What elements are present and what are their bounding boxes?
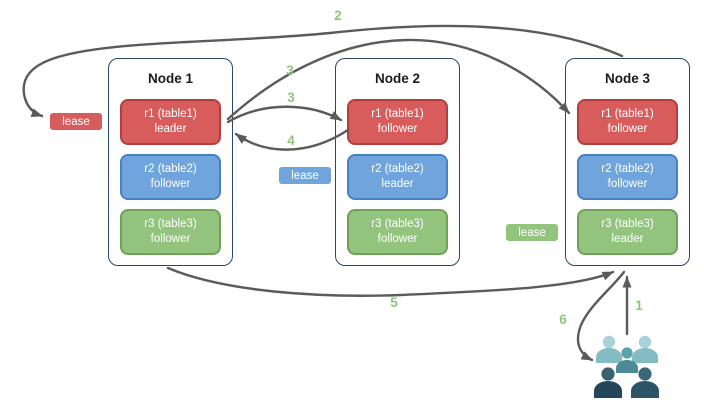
node-1-replica-r3: r3 (table3) follower (120, 209, 221, 255)
replica-role: leader (381, 178, 414, 190)
replica-name: r2 (table2) (144, 163, 197, 176)
replica-role: leader (154, 123, 187, 135)
node-1-replica-r1: r1 (table1) leader (120, 99, 221, 145)
flow-number-5: 5 (390, 295, 398, 310)
replica-name: r1 (table1) (371, 108, 424, 121)
node-2-replica-r2: r2 (table2) leader (347, 154, 448, 200)
node-1-replica-r2: r2 (table2) follower (120, 154, 221, 200)
node-3-title: Node 3 (604, 71, 650, 86)
replica-role: follower (377, 123, 418, 135)
flow-number-6: 6 (559, 312, 567, 327)
replica-role: follower (377, 233, 418, 245)
node-2-title: Node 2 (374, 71, 420, 86)
replica-role: follower (150, 233, 191, 245)
replica-role: follower (607, 178, 648, 190)
node-1-title: Node 1 (147, 71, 193, 86)
replica-name: r3 (table3) (601, 218, 654, 231)
node-1: Node 1 r1 (table1) leader r2 (table2) fo… (108, 58, 233, 266)
flow-number-3b: 3 (287, 90, 295, 105)
arrow-3-leader-to-node2-follower (226, 105, 343, 124)
replica-role: follower (150, 178, 191, 190)
users-icon (594, 335, 659, 398)
replica-role: follower (607, 123, 648, 135)
lease-badge-red: lease (49, 112, 103, 131)
node-3-replica-r1: r1 (table1) follower (577, 99, 678, 145)
replica-name: r2 (table2) (371, 163, 424, 176)
lease-badge-green: lease (505, 223, 559, 242)
node-2: Node 2 r1 (table1) follower r2 (table2) … (335, 58, 460, 266)
node-3: Node 3 r1 (table1) follower r2 (table2) … (565, 58, 690, 266)
replica-name: r2 (table2) (601, 163, 654, 176)
replica-role: leader (611, 233, 644, 245)
flow-number-2: 2 (334, 8, 342, 23)
replica-name: r3 (table3) (144, 218, 197, 231)
node-2-replica-r3: r3 (table3) follower (347, 209, 448, 255)
node-2-replica-r1: r1 (table1) follower (347, 99, 448, 145)
flow-number-1: 1 (635, 298, 643, 313)
replica-name: r1 (table1) (144, 108, 197, 121)
replica-name: r1 (table1) (601, 108, 654, 121)
node-3-replica-r2: r2 (table2) follower (577, 154, 678, 200)
node-3-replica-r3: r3 (table3) leader (577, 209, 678, 255)
lease-badge-blue: lease (278, 166, 332, 185)
replica-name: r3 (table3) (371, 218, 424, 231)
flow-number-3a: 3 (286, 63, 294, 78)
flow-number-4: 4 (287, 133, 295, 148)
arrow-5-node1-to-node3 (166, 266, 615, 297)
